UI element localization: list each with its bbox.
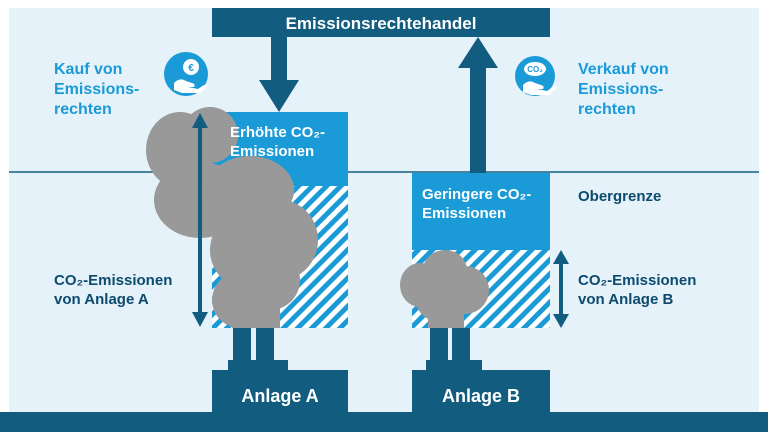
euro-hand-icon: € [164, 52, 208, 96]
buy-rights-label: Kauf von Emissions- rechten [54, 60, 139, 120]
sell-arrow [458, 37, 498, 173]
smoke-plant-b [400, 250, 489, 328]
co2-symbol: CO₂ [527, 65, 543, 74]
increased-line1: Erhöhte CO₂- [230, 124, 325, 141]
decreased-emissions-box [412, 173, 550, 250]
decreased-line1: Geringere CO₂- [422, 186, 532, 203]
sell-label-line1: Verkauf von [578, 61, 669, 78]
sell-label-line2: Emissions- [578, 81, 664, 98]
increased-emissions-text: Erhöhte CO₂- Emissionen [230, 124, 325, 162]
emissions-a-line2: von Anlage A [54, 290, 149, 308]
decreased-line2: Emissionen [422, 204, 507, 222]
emissions-a-label: CO₂-Emissionen von Anlage A [54, 272, 172, 310]
cap-label: Obergrenze [578, 188, 662, 205]
emissions-a-line1: CO₂-Emissionen [54, 272, 173, 289]
emissions-b-arrow [553, 250, 569, 328]
buy-arrow [259, 37, 299, 112]
emissions-b-line1: CO₂-Emissionen [578, 272, 697, 289]
diagram-background [9, 8, 759, 412]
emissions-b-label: CO₂-Emissionen von Anlage B [578, 272, 696, 310]
plant-a-label: Anlage A [241, 386, 319, 406]
sell-rights-label: Verkauf von Emissions- rechten [578, 60, 669, 120]
title-banner [212, 8, 550, 37]
plant-a [212, 328, 348, 414]
co2-hand-icon: CO₂ [515, 56, 557, 96]
page-title: Emissionsrechtehandel [285, 14, 477, 33]
plant-b [412, 328, 550, 414]
buy-label-line1: Kauf von [54, 61, 123, 78]
sell-label-line3: rechten [578, 101, 636, 118]
increased-line2: Emissionen [230, 142, 315, 160]
euro-symbol: € [188, 63, 194, 74]
buy-label-line2: Emissions- [54, 81, 140, 98]
emissions-a-arrow [192, 113, 208, 327]
plant-b-label: Anlage B [441, 386, 520, 406]
ground [0, 412, 768, 432]
decreased-emissions-text: Geringere CO₂- Emissionen [422, 186, 531, 224]
buy-label-line3: rechten [54, 101, 112, 118]
emissions-b-line2: von Anlage B [578, 290, 674, 308]
